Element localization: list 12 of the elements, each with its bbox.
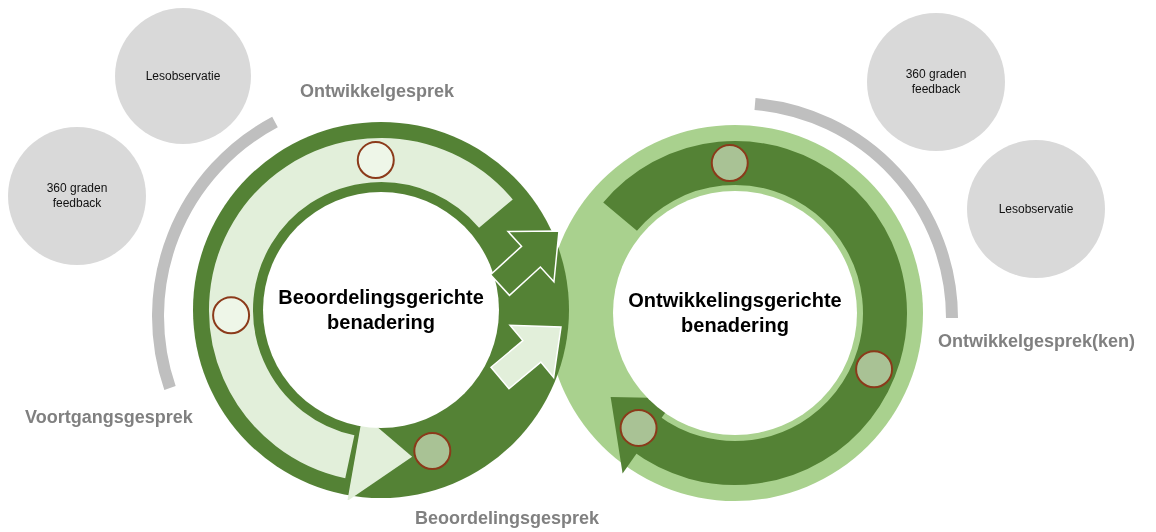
node-text: 360 graden feedback — [904, 67, 968, 97]
node-text: Lesobservatie — [144, 68, 222, 84]
node-text: Lesobservatie — [997, 201, 1075, 217]
node-title: Ontwikkelingsgerichte benadering — [627, 288, 843, 338]
node-text: 360 graden feedback — [45, 181, 109, 211]
phase-label: Ontwikkelgesprek(ken) — [938, 330, 1136, 353]
node-title: Beoordelingsgerichte benadering — [277, 285, 485, 335]
phase-label: Ontwikkelgesprek — [300, 80, 455, 103]
phase-label: Beoordelingsgesprek — [415, 507, 600, 530]
block-arrow — [489, 230, 560, 297]
phase-label: Voortgangsgesprek — [25, 406, 193, 429]
block-arrow — [489, 324, 562, 390]
